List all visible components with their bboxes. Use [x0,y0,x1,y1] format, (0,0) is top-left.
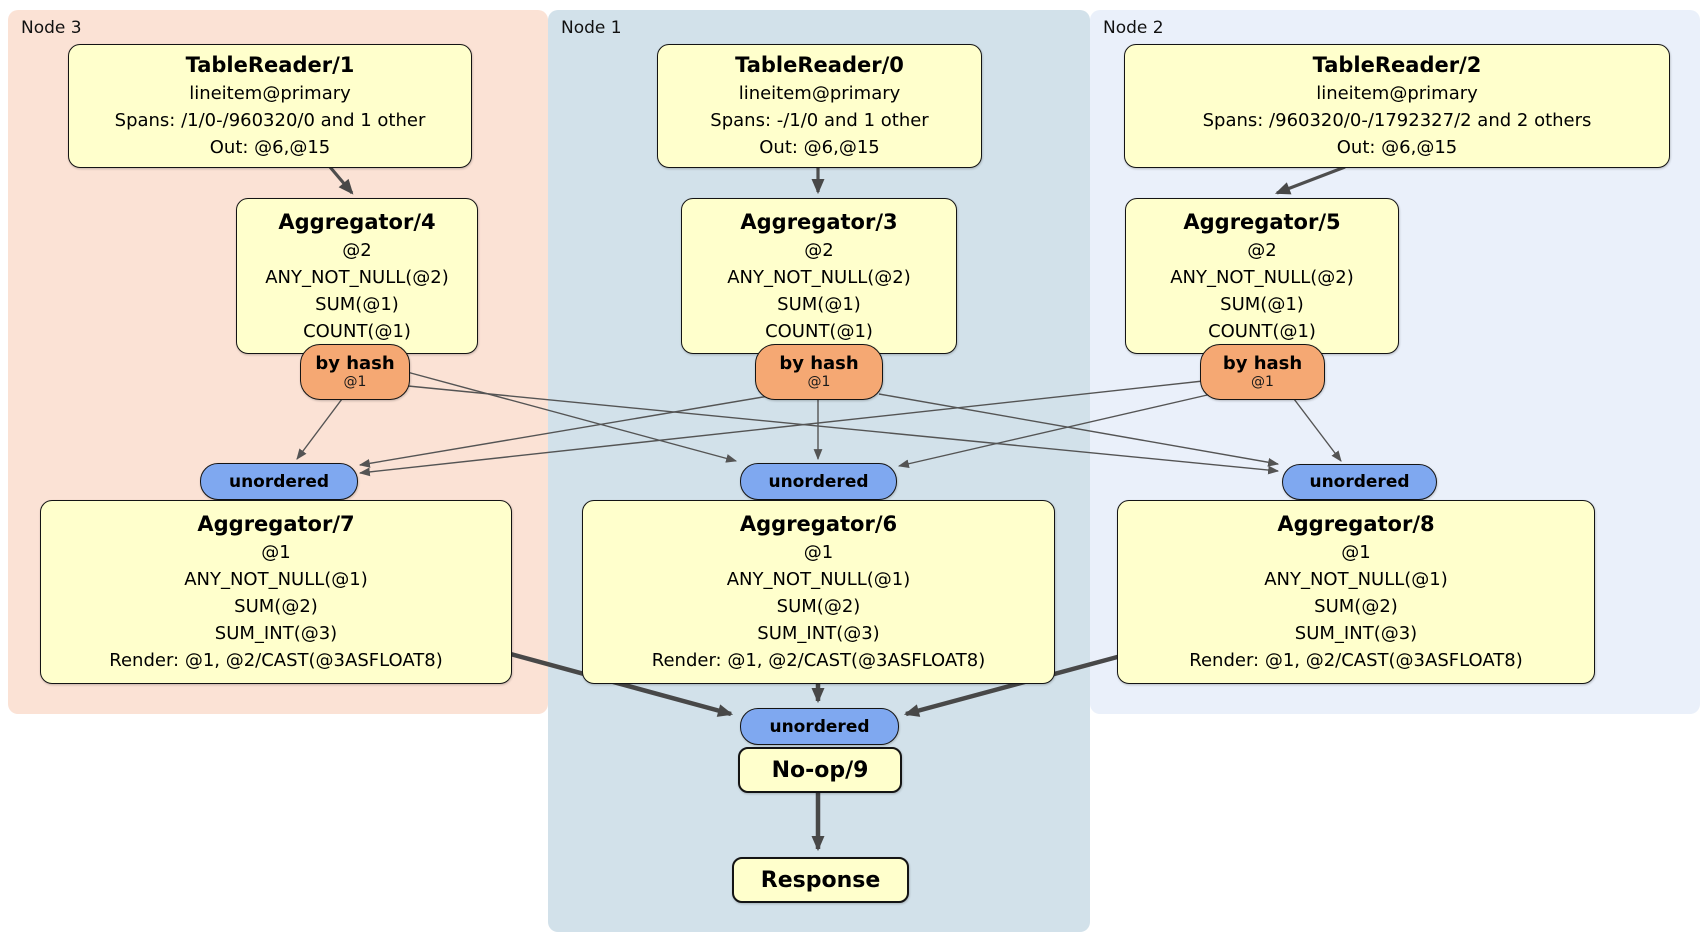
unordered-sync-final-label: unordered [769,716,870,737]
tablereader-0-table: lineitem@primary [738,83,901,104]
aggregator-4-expr: SUM(@1) [315,293,399,315]
unordered-sync-node2-label: unordered [1309,472,1410,492]
unordered-sync-node3-label: unordered [228,471,330,492]
hash-router-node1-columns: @1 [807,374,831,390]
hash-router-node2: by hash @1 [1200,344,1325,400]
aggregator-7-expr: ANY_NOT_NULL(@1) [184,569,368,590]
aggregator-7-box: Aggregator/7 @1 ANY_NOT_NULL(@1) SUM(@2)… [40,500,512,684]
aggregator-3-group: @2 [804,239,834,261]
unordered-sync-node1: unordered [740,463,897,500]
aggregator-4-group: @2 [342,239,372,261]
aggregator-4-expr: ANY_NOT_NULL(@2) [265,266,449,288]
tablereader-2-title: TableReader/2 [1312,53,1482,77]
unordered-sync-node2: unordered [1282,464,1437,500]
aggregator-7-title: Aggregator/7 [197,512,355,536]
node3-panel-label: Node 3 [21,18,82,38]
aggregator-8-box: Aggregator/8 @1 ANY_NOT_NULL(@1) SUM(@2)… [1117,500,1595,684]
tablereader-2-spans: Spans: /960320/0-/1792327/2 and 2 others [1202,110,1592,131]
hash-router-node3: by hash @1 [300,344,410,400]
aggregator-3-expr: COUNT(@1) [765,320,873,342]
aggregator-8-title: Aggregator/8 [1277,512,1435,536]
aggregator-8-expr: ANY_NOT_NULL(@1) [1264,569,1448,590]
response-title: Response [760,867,881,893]
aggregator-7-render: Render: @1, @2/CAST(@3ASFLOAT8) [109,650,443,671]
aggregator-4-expr: COUNT(@1) [303,320,411,342]
aggregator-6-expr: SUM(@2) [776,596,861,617]
node2-panel-label: Node 2 [1103,18,1164,38]
hash-router-node2-columns: @1 [1251,374,1274,390]
aggregator-3-title: Aggregator/3 [740,209,898,234]
tablereader-2-table: lineitem@primary [1316,83,1478,104]
aggregator-6-render: Render: @1, @2/CAST(@3ASFLOAT8) [651,650,986,671]
hash-router-node1-label: by hash [779,353,859,374]
hash-router-node2-label: by hash [1222,353,1303,374]
tablereader-1-out: Out: @6,@15 [209,137,331,158]
tablereader-2-box: TableReader/2 lineitem@primary Spans: /9… [1124,44,1670,168]
aggregator-4-title: Aggregator/4 [278,209,436,234]
tablereader-0-out: Out: @6,@15 [759,137,880,158]
tablereader-1-box: TableReader/1 lineitem@primary Spans: /1… [68,44,472,168]
noop-9-box: No-op/9 [738,747,902,793]
aggregator-5-expr: SUM(@1) [1220,293,1304,315]
aggregator-5-box: Aggregator/5 @2 ANY_NOT_NULL(@2) SUM(@1)… [1125,198,1399,354]
aggregator-6-expr: ANY_NOT_NULL(@1) [726,569,911,590]
tablereader-1-title: TableReader/1 [185,53,355,77]
tablereader-1-table: lineitem@primary [189,83,351,104]
aggregator-5-title: Aggregator/5 [1183,209,1341,234]
aggregator-4-box: Aggregator/4 @2 ANY_NOT_NULL(@2) SUM(@1)… [236,198,478,354]
hash-router-node3-columns: @1 [343,374,367,390]
aggregator-7-group: @1 [261,542,291,563]
aggregator-5-expr: ANY_NOT_NULL(@2) [1170,266,1354,288]
aggregator-6-title: Aggregator/6 [739,512,898,536]
aggregator-7-expr: SUM(@2) [234,596,318,617]
aggregator-8-expr: SUM(@2) [1314,596,1398,617]
hash-router-node1: by hash @1 [755,344,883,400]
aggregator-3-expr: ANY_NOT_NULL(@2) [727,266,911,288]
tablereader-1-spans: Spans: /1/0-/960320/0 and 1 other [114,110,426,131]
aggregator-7-expr: SUM_INT(@3) [214,623,338,644]
tablereader-0-spans: Spans: -/1/0 and 1 other [710,110,929,131]
aggregator-3-box: Aggregator/3 @2 ANY_NOT_NULL(@2) SUM(@1)… [681,198,957,354]
noop-9-title: No-op/9 [771,757,869,783]
unordered-sync-final: unordered [740,708,899,745]
aggregator-5-group: @2 [1247,239,1277,261]
tablereader-0-title: TableReader/0 [735,53,904,77]
aggregator-5-expr: COUNT(@1) [1208,320,1316,342]
tablereader-2-out: Out: @6,@15 [1336,137,1458,158]
node1-panel-label: Node 1 [561,18,622,38]
aggregator-3-expr: SUM(@1) [777,293,861,315]
unordered-sync-node1-label: unordered [768,471,869,492]
aggregator-8-render: Render: @1, @2/CAST(@3ASFLOAT8) [1189,650,1523,671]
response-box: Response [732,857,909,903]
aggregator-8-group: @1 [1341,542,1371,563]
aggregator-8-expr: SUM_INT(@3) [1294,623,1418,644]
aggregator-6-expr: SUM_INT(@3) [757,623,880,644]
tablereader-0-box: TableReader/0 lineitem@primary Spans: -/… [657,44,982,168]
unordered-sync-node3: unordered [200,463,358,500]
aggregator-6-box: Aggregator/6 @1 ANY_NOT_NULL(@1) SUM(@2)… [582,500,1055,684]
aggregator-6-group: @1 [803,542,834,563]
hash-router-node3-label: by hash [315,353,395,374]
